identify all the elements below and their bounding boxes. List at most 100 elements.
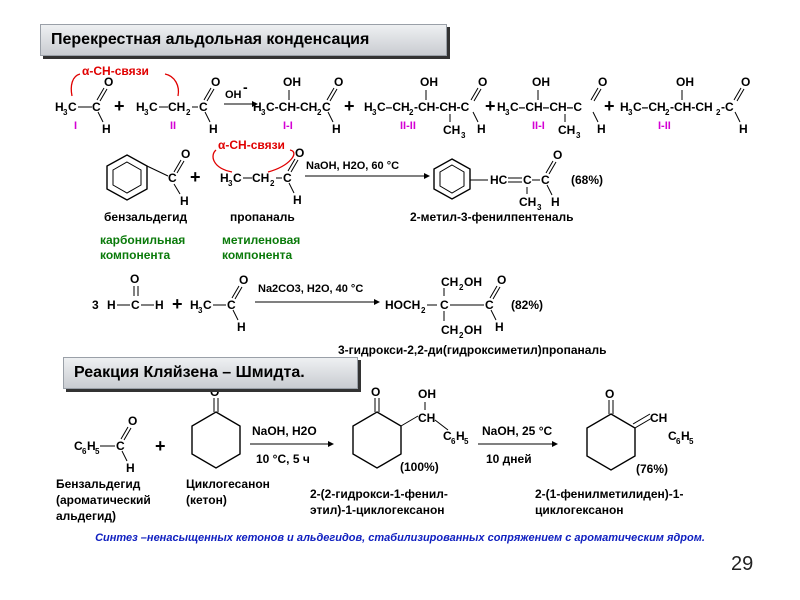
svg-text:C: C — [131, 298, 140, 312]
svg-text:C: C — [523, 173, 532, 187]
svg-text:H: H — [126, 461, 135, 475]
svg-text:-CH-CH-C: -CH-CH-C — [414, 100, 470, 114]
svg-text:6: 6 — [451, 437, 456, 446]
svg-text:O: O — [210, 385, 219, 399]
svg-text:+: + — [344, 96, 355, 116]
conditions1-line2: 10 °C, 5 ч — [256, 452, 310, 466]
conditions2-line1: NaOH, 25 °C — [482, 424, 553, 438]
svg-text:2: 2 — [459, 283, 464, 292]
svg-text:-CH-CH: -CH-CH — [670, 100, 713, 114]
svg-text:OH: OH — [464, 323, 482, 337]
section-title-text-2: Реакция Кляйзена – Шмидта. — [74, 364, 305, 381]
reactant1-role: карбонильная компонента — [100, 233, 186, 262]
svg-text:OH: OH — [676, 75, 694, 89]
svg-text:HC: HC — [490, 173, 508, 187]
svg-text:-C: -C — [721, 100, 734, 114]
svg-text:OH: OH — [225, 89, 242, 101]
conditions2-line2: 10 дней — [486, 452, 532, 466]
svg-text:O: O — [130, 272, 139, 286]
svg-text:C: C — [485, 298, 494, 312]
svg-text:CH: CH — [441, 275, 458, 289]
svg-text:H: H — [220, 171, 229, 185]
section-title-claisen-schmidt: Реакция Кляйзена – Шмидта. — [63, 357, 358, 389]
svg-text:H: H — [209, 122, 218, 136]
section-title-text: Перекрестная альдольная конденсация — [51, 31, 370, 48]
svg-text:5: 5 — [95, 447, 100, 456]
svg-text:3: 3 — [144, 108, 149, 117]
svg-text:-: - — [243, 79, 248, 95]
svg-text:H: H — [102, 122, 111, 136]
svg-text:2: 2 — [186, 108, 191, 117]
svg-text:C: C — [74, 439, 83, 453]
svg-text:C: C — [203, 298, 212, 312]
svg-text:O: O — [741, 75, 750, 89]
svg-text:2: 2 — [459, 331, 464, 340]
svg-text:O: O — [553, 148, 562, 162]
svg-text:C: C — [199, 100, 208, 114]
svg-text:C–CH: C–CH — [377, 100, 410, 114]
alpha-ch-label-2: α-CH-связи — [218, 138, 285, 152]
svg-text:3: 3 — [198, 306, 203, 315]
svg-text:5: 5 — [464, 437, 469, 446]
svg-text:3: 3 — [537, 203, 542, 212]
svg-text:O: O — [211, 75, 220, 89]
svg-text:O: O — [598, 75, 607, 89]
svg-text:C: C — [541, 173, 550, 187]
svg-text:+: + — [172, 294, 183, 314]
svg-text:CH: CH — [168, 100, 185, 114]
product1-claisen-name: 2-(2-гидрокси-1-фенил-этил)-1-циклогекса… — [310, 487, 448, 517]
svg-text:+: + — [114, 96, 125, 116]
product2-claisen-name: 2-(1-фенилметилиден)-1-циклогексанон — [535, 487, 684, 517]
svg-text:C-CH-CH: C-CH-CH — [266, 100, 317, 114]
svg-text:H: H — [477, 122, 486, 136]
coefficient-3: 3 — [92, 298, 99, 312]
svg-text:OH: OH — [420, 75, 438, 89]
svg-text:H: H — [155, 298, 164, 312]
footer-note: Синтез –ненасыщенных кетонов и альдегидо… — [95, 532, 705, 544]
product-row3-name: 3-гидрокси-2,2-ди(гидроксиметил)пропанал… — [338, 343, 607, 357]
svg-text:C–CH–CH–C: C–CH–CH–C — [510, 100, 582, 114]
svg-text:C: C — [227, 298, 236, 312]
svg-text:OH: OH — [532, 75, 550, 89]
label-I-II: I-II — [658, 120, 671, 132]
svg-text:O: O — [497, 273, 506, 287]
svg-text:2: 2 — [409, 108, 414, 117]
svg-text:H: H — [681, 429, 690, 443]
page-number: 29 — [731, 553, 754, 575]
svg-text:HOCH: HOCH — [385, 298, 420, 312]
svg-text:3: 3 — [576, 131, 581, 140]
svg-text:+: + — [190, 167, 201, 187]
svg-text:H: H — [253, 100, 262, 114]
svg-text:H: H — [190, 298, 199, 312]
svg-text:CH: CH — [519, 195, 536, 209]
svg-text:O: O — [605, 387, 614, 401]
svg-text:OH: OH — [464, 275, 482, 289]
svg-text:H: H — [456, 429, 465, 443]
svg-text:3: 3 — [228, 179, 233, 188]
svg-text:5: 5 — [689, 437, 694, 446]
svg-text:O: O — [181, 147, 190, 161]
svg-text:C: C — [68, 100, 77, 114]
svg-text:H: H — [364, 100, 373, 114]
svg-text:CH: CH — [443, 123, 460, 137]
conditions1-line1: NaOH, H2O — [252, 424, 317, 438]
yield-row2: (68%) — [571, 173, 604, 187]
svg-text:+: + — [485, 96, 496, 116]
svg-text:H: H — [107, 298, 116, 312]
svg-text:O: O — [128, 414, 137, 428]
svg-text:H: H — [293, 193, 302, 207]
svg-text:O: O — [334, 75, 343, 89]
section-title-crossed-aldol: Перекрестная альдольная конденсация — [40, 24, 447, 56]
reactant2-role: метиленовая компонента — [222, 233, 301, 262]
label-II-II: II-II — [400, 120, 416, 132]
svg-text:H: H — [497, 100, 506, 114]
svg-text:H: H — [551, 195, 560, 209]
svg-text:H: H — [597, 122, 606, 136]
svg-text:OH: OH — [418, 387, 436, 401]
svg-text:C: C — [283, 171, 292, 185]
svg-text:2: 2 — [716, 108, 721, 117]
reactant2-name: пропаналь — [230, 210, 295, 224]
svg-text:H: H — [136, 100, 145, 114]
svg-text:O: O — [295, 146, 304, 160]
